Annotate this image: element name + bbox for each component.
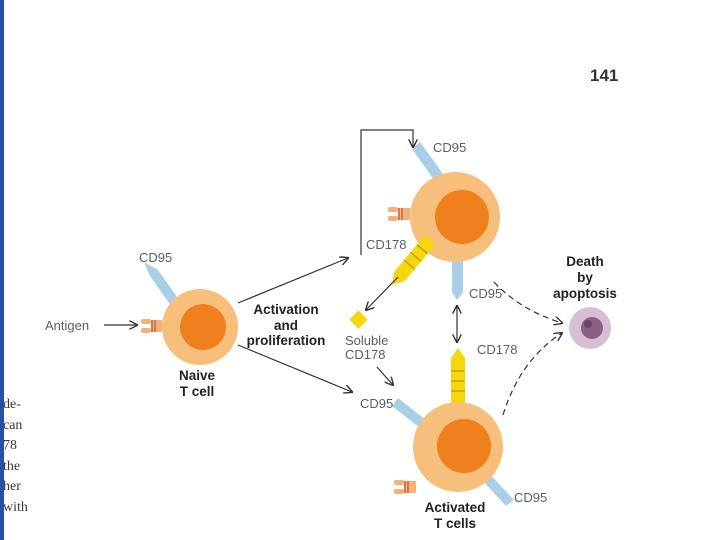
death-label-line-1: Death	[566, 254, 604, 269]
activated-label-line-1: Activated	[425, 500, 486, 515]
page-number: 141	[590, 66, 619, 85]
apoptotic-cell-nucleus	[581, 317, 603, 339]
margin-text-line: the	[3, 458, 21, 474]
top-cell-nucleus	[435, 190, 489, 244]
cd95-receptor-naive	[144, 262, 182, 310]
shedding-arrow	[366, 276, 399, 310]
activated-t-cell-top	[388, 142, 500, 300]
naive-label-line-2: T cell	[180, 384, 215, 399]
activation-arrow-upper	[237, 258, 348, 304]
cd178-ligand-bottom-tip	[451, 348, 465, 358]
cd95-label-naive: CD95	[139, 250, 172, 265]
cd95-receptor-top-lower	[452, 250, 463, 292]
cd95-receptor-top-lower-tip	[452, 292, 463, 300]
cd178-label-mid: CD178	[477, 342, 517, 357]
death-label-line-3: apoptosis	[553, 286, 617, 301]
cd95-label-mid: CD95	[469, 286, 502, 301]
death-label-line-2: by	[577, 270, 593, 285]
cd95-label-bottom-left: CD95	[360, 396, 393, 411]
activated-label-line-2: T cells	[434, 516, 476, 531]
left-page-strip	[0, 0, 4, 540]
cd95-label-bottom-right: CD95	[514, 490, 547, 505]
soluble-arrow	[376, 366, 393, 385]
soluble-cd178-shape	[349, 310, 368, 329]
bottom-cell-nucleus	[437, 419, 491, 473]
activation-arrow-lower	[237, 344, 352, 392]
antigen-receptor-naive	[141, 319, 162, 333]
antigen-receptor-bottom	[394, 480, 416, 494]
cd178-ligand-top	[392, 235, 436, 285]
activated-t-cell-bottom	[392, 348, 514, 506]
margin-text-line: her	[3, 479, 21, 494]
cd95-receptor-top	[412, 142, 446, 184]
cd95-label-top: CD95	[433, 140, 466, 155]
margin-text-line: with	[3, 499, 28, 515]
margin-text-line: de-	[3, 397, 21, 412]
margin-text-line: 78	[3, 438, 17, 453]
antigen-label: Antigen	[45, 318, 89, 333]
apoptotic-cell-fragment	[584, 320, 592, 328]
naive-t-cell	[141, 262, 238, 365]
activation-label-line-2: and	[274, 318, 298, 333]
antigen-receptor-top	[388, 207, 410, 221]
margin-text-line: can	[3, 417, 23, 433]
apoptotic-cell	[569, 307, 611, 349]
feedback-arrow	[360, 129, 413, 255]
cd178-label-top: CD178	[366, 237, 406, 252]
naive-label-line-1: Naive	[179, 368, 216, 383]
soluble-label-line-2: CD178	[345, 347, 385, 362]
activation-label-line-3: proliferation	[247, 333, 326, 348]
naive-cell-nucleus	[180, 304, 226, 350]
margin-text-column: de- can 78 the her with	[3, 395, 29, 518]
cd95-receptor-bottom-right	[481, 472, 514, 506]
activation-label-line-1: Activation	[253, 302, 318, 317]
apoptosis-arrow-top	[493, 281, 562, 323]
apoptosis-arrow-bottom	[502, 333, 562, 416]
cd95-receptor-bottom-left	[392, 398, 426, 428]
soluble-label-line-1: Soluble	[345, 333, 388, 348]
